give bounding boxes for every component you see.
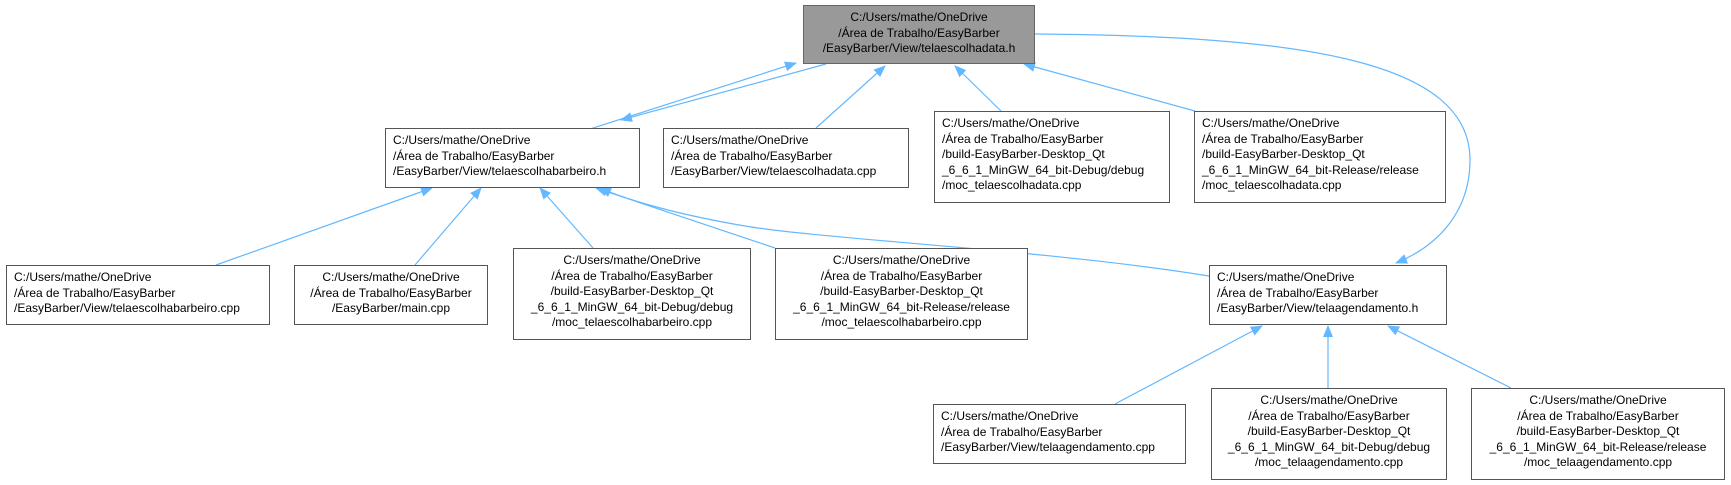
node-label-line: C:/Users/mathe/OneDrive bbox=[1260, 393, 1398, 407]
node-label-line: /EasyBarber/View/telaescolhadata.h bbox=[822, 41, 1016, 55]
node-moc-telaagendamento-release[interactable]: C:/Users/mathe/OneDrive/Área de Trabalho… bbox=[1471, 388, 1725, 480]
node-moc-telaescolhabarbeiro-release[interactable]: C:/Users/mathe/OneDrive/Área de Trabalho… bbox=[775, 248, 1028, 340]
node-label-line: /EasyBarber/View/telaescolhabarbeiro.h bbox=[393, 164, 607, 178]
node-label-line: C:/Users/mathe/OneDrive bbox=[1217, 270, 1355, 284]
node-label-line: C:/Users/mathe/OneDrive bbox=[322, 270, 460, 284]
node-label-line: _6_6_1_MinGW_64_bit-Debug/debug bbox=[1227, 439, 1431, 454]
node-label-line: C:/Users/mathe/OneDrive bbox=[1529, 393, 1667, 407]
node-telaescolhadata-h[interactable]: C:/Users/mathe/OneDrive/Área de Trabalho… bbox=[803, 5, 1035, 64]
node-label-line: C:/Users/mathe/OneDrive bbox=[941, 409, 1079, 423]
edge-moc-agendamento-release-to-agendamento-h bbox=[1387, 325, 1512, 389]
node-label-line: /moc_telaescolhadata.cpp bbox=[1202, 178, 1342, 192]
edge-main-cpp-to-barbeiro-h bbox=[414, 187, 482, 266]
node-label-line: /Área de Trabalho/EasyBarber bbox=[1248, 408, 1410, 423]
node-label-line: /build-EasyBarber-Desktop_Qt bbox=[1516, 424, 1680, 438]
node-label-line: /Área de Trabalho/EasyBarber bbox=[551, 268, 713, 283]
node-moc-telaescolhabarbeiro-debug[interactable]: C:/Users/mathe/OneDrive/Área de Trabalho… bbox=[513, 248, 751, 340]
edge-barbeiro-h-to-root bbox=[589, 61, 797, 130]
node-moc-telaescolhadata-debug[interactable]: C:/Users/mathe/OneDrive/Área de Trabalho… bbox=[934, 111, 1170, 203]
edge-barbeiro-cpp-to-barbeiro-h bbox=[215, 186, 433, 266]
node-label-line: C:/Users/mathe/OneDrive bbox=[850, 10, 988, 24]
edge-data-cpp-to-root bbox=[815, 65, 886, 129]
node-label-line: /Área de Trabalho/EasyBarber bbox=[942, 131, 1104, 146]
node-label-line: /Área de Trabalho/EasyBarber bbox=[393, 148, 555, 163]
node-label-line: /Área de Trabalho/EasyBarber bbox=[1517, 408, 1679, 423]
node-label-line: /EasyBarber/View/telaagendamento.cpp bbox=[941, 440, 1155, 454]
edge-agendamento-h-to-barbeiro-h bbox=[599, 187, 1210, 277]
node-label-line: C:/Users/mathe/OneDrive bbox=[1202, 116, 1340, 130]
node-label-line: /moc_telaescolhadata.cpp bbox=[942, 178, 1082, 192]
node-main-cpp[interactable]: C:/Users/mathe/OneDrive/Área de Trabalho… bbox=[294, 265, 488, 325]
node-moc-telaescolhadata-release[interactable]: C:/Users/mathe/OneDrive/Área de Trabalho… bbox=[1194, 111, 1446, 203]
node-label-line: C:/Users/mathe/OneDrive bbox=[671, 133, 809, 147]
node-label-line: /Área de Trabalho/EasyBarber bbox=[310, 285, 472, 300]
node-label-line: /build-EasyBarber-Desktop_Qt bbox=[1202, 147, 1365, 161]
node-label-line: /build-EasyBarber-Desktop_Qt bbox=[1247, 424, 1411, 438]
node-telaescolhadata-cpp[interactable]: C:/Users/mathe/OneDrive/Área de Trabalho… bbox=[663, 128, 909, 188]
node-label-line: C:/Users/mathe/OneDrive bbox=[14, 270, 152, 284]
node-label-line: /build-EasyBarber-Desktop_Qt bbox=[820, 284, 983, 298]
node-label-line: /EasyBarber/View/telaagendamento.h bbox=[1217, 301, 1419, 315]
edge-moc-barbeiro-debug-to-barbeiro-h bbox=[539, 187, 594, 249]
node-label-line: /Área de Trabalho/EasyBarber bbox=[941, 424, 1103, 439]
node-label-line: /EasyBarber/main.cpp bbox=[331, 301, 451, 315]
node-label-line: /moc_telaescolhabarbeiro.cpp bbox=[821, 315, 982, 329]
node-label-line: C:/Users/mathe/OneDrive bbox=[393, 133, 531, 147]
node-label-line: /build-EasyBarber-Desktop_Qt bbox=[942, 147, 1105, 161]
node-label-line: C:/Users/mathe/OneDrive bbox=[942, 116, 1080, 130]
node-label-line: _6_6_1_MinGW_64_bit-Release/release bbox=[1489, 439, 1707, 454]
node-label-line: /Área de Trabalho/EasyBarber bbox=[820, 268, 983, 283]
node-label-line: /EasyBarber/View/telaescolhabarbeiro.cpp bbox=[14, 301, 240, 315]
node-label-line: /moc_telaagendamento.cpp bbox=[1523, 455, 1673, 469]
node-telaagendamento-h[interactable]: C:/Users/mathe/OneDrive/Área de Trabalho… bbox=[1209, 265, 1447, 325]
node-telaescolhabarbeiro-h[interactable]: C:/Users/mathe/OneDrive/Área de Trabalho… bbox=[385, 128, 640, 188]
node-label-line: C:/Users/mathe/OneDrive bbox=[563, 253, 701, 267]
node-label-line: /moc_telaescolhabarbeiro.cpp bbox=[551, 315, 713, 329]
node-telaescolhabarbeiro-cpp[interactable]: C:/Users/mathe/OneDrive/Área de Trabalho… bbox=[6, 265, 270, 325]
node-label-line: /Área de Trabalho/EasyBarber bbox=[838, 25, 1000, 40]
node-label-line: _6_6_1_MinGW_64_bit-Debug/debug bbox=[942, 162, 1145, 177]
node-label-line: /Área de Trabalho/EasyBarber bbox=[671, 148, 833, 163]
node-label-line: /Área de Trabalho/EasyBarber bbox=[1202, 131, 1364, 146]
edge-agendamento-cpp-to-agendamento-h bbox=[1114, 325, 1263, 405]
node-label-line: /build-EasyBarber-Desktop_Qt bbox=[550, 284, 714, 298]
node-moc-telaagendamento-debug[interactable]: C:/Users/mathe/OneDrive/Área de Trabalho… bbox=[1211, 388, 1447, 480]
edge-agendamento-h-to-root bbox=[1034, 33, 1471, 264]
node-label-line: /EasyBarber/View/telaescolhadata.cpp bbox=[671, 164, 877, 178]
node-telaagendamento-cpp[interactable]: C:/Users/mathe/OneDrive/Área de Trabalho… bbox=[933, 404, 1186, 464]
node-label-line: /Área de Trabalho/EasyBarber bbox=[14, 285, 176, 300]
node-label-line: _6_6_1_MinGW_64_bit-Release/release bbox=[1202, 162, 1419, 177]
node-label-line: _6_6_1_MinGW_64_bit-Release/release bbox=[793, 299, 1010, 314]
edge-moc-data-release-to-root bbox=[1023, 62, 1196, 112]
edge-moc-data-debug-to-root bbox=[954, 65, 1002, 112]
node-label-line: /moc_telaagendamento.cpp bbox=[1254, 455, 1404, 469]
node-label-line: C:/Users/mathe/OneDrive bbox=[832, 253, 971, 267]
edge-root-to-barbeiro-h bbox=[620, 63, 827, 122]
node-label-line: _6_6_1_MinGW_64_bit-Debug/debug bbox=[530, 299, 734, 314]
node-label-line: /Área de Trabalho/EasyBarber bbox=[1217, 285, 1379, 300]
